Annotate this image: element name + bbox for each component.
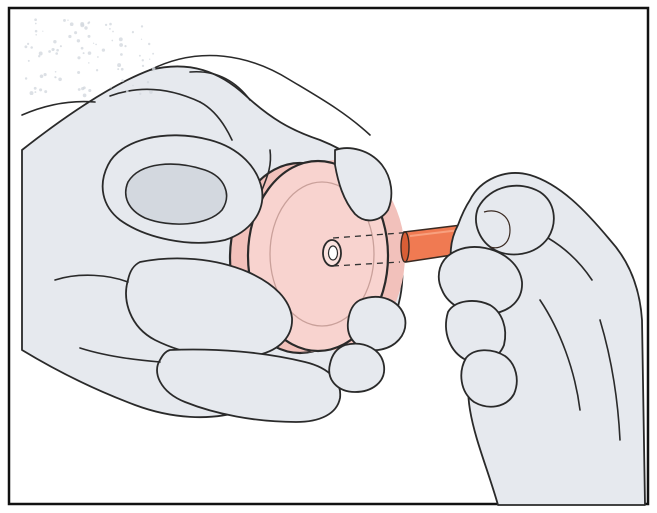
- texture-dot: [153, 70, 155, 72]
- texture-dot: [34, 87, 37, 90]
- texture-dot: [83, 94, 87, 98]
- texture-dot: [105, 24, 107, 26]
- texture-dot: [39, 52, 43, 56]
- texture-dot: [132, 85, 134, 87]
- texture-dot: [60, 45, 62, 47]
- texture-dot: [77, 39, 80, 42]
- texture-dot: [63, 19, 66, 22]
- texture-dot: [35, 30, 38, 33]
- texture-dot: [77, 56, 80, 59]
- texture-dot: [25, 77, 27, 79]
- texture-dot: [68, 35, 71, 38]
- texture-dot: [96, 69, 98, 71]
- axle-pin-tip: [401, 232, 409, 262]
- wheel-axle-hole-inner: [329, 246, 338, 260]
- texture-dot: [38, 55, 40, 57]
- texture-dot: [70, 22, 74, 26]
- texture-dot: [109, 28, 111, 30]
- texture-dot: [141, 39, 142, 40]
- texture-dot: [149, 59, 150, 60]
- left-fingertip-right-2: [329, 344, 384, 392]
- texture-dot: [78, 88, 81, 91]
- texture-dot: [126, 90, 129, 93]
- texture-dot: [147, 81, 149, 83]
- texture-dot: [102, 48, 105, 51]
- texture-dot: [119, 37, 123, 41]
- texture-dot: [53, 40, 56, 43]
- texture-dot: [48, 50, 51, 53]
- texture-dot: [117, 68, 119, 70]
- texture-dot: [121, 68, 124, 71]
- texture-dot: [111, 40, 113, 42]
- texture-dot: [55, 71, 57, 73]
- texture-dot: [142, 65, 144, 67]
- texture-dot: [30, 46, 33, 49]
- texture-dot: [124, 45, 126, 47]
- texture-dot: [56, 49, 59, 52]
- texture-dot: [40, 75, 44, 79]
- texture-dot: [35, 34, 37, 36]
- texture-dot: [112, 31, 114, 33]
- texture-dot: [142, 59, 144, 61]
- texture-dot: [148, 43, 150, 45]
- texture-dot: [139, 93, 141, 95]
- texture-dot: [152, 53, 154, 55]
- texture-dot: [83, 52, 85, 54]
- texture-dot: [87, 22, 89, 24]
- texture-dot: [74, 31, 77, 34]
- texture-dot: [88, 51, 92, 55]
- texture-dot: [35, 23, 37, 25]
- texture-dot: [88, 89, 91, 92]
- texture-dot: [149, 90, 153, 94]
- texture-dot: [110, 87, 112, 89]
- texture-dot: [39, 88, 42, 91]
- texture-dot: [117, 63, 121, 67]
- texture-dot: [34, 91, 36, 93]
- texture-dot: [55, 52, 58, 55]
- texture-dot: [67, 20, 68, 21]
- left-thumbnail: [126, 164, 227, 224]
- texture-dot: [121, 79, 124, 82]
- texture-dot: [24, 45, 27, 48]
- texture-dot: [132, 31, 134, 33]
- texture-dot: [84, 26, 87, 29]
- texture-dot: [88, 35, 91, 38]
- texture-dot: [44, 90, 47, 93]
- texture-dot: [93, 43, 94, 44]
- texture-dot: [139, 55, 141, 57]
- texture-dot: [77, 71, 80, 74]
- texture-dot: [42, 31, 43, 32]
- texture-dot: [54, 76, 56, 78]
- texture-dot: [44, 73, 47, 76]
- texture-dot: [53, 49, 54, 50]
- texture-dot: [34, 18, 37, 21]
- texture-dot: [88, 62, 90, 64]
- right-curled-finger-2: [461, 350, 516, 406]
- texture-dot: [27, 43, 29, 45]
- texture-dot: [119, 43, 123, 47]
- texture-dot: [80, 22, 84, 26]
- left-fingertip-right-1: [348, 297, 406, 350]
- texture-dot: [58, 78, 62, 82]
- texture-dot: [81, 47, 84, 50]
- texture-dot: [81, 87, 84, 90]
- right-thumb: [476, 186, 554, 255]
- texture-dot: [30, 91, 34, 95]
- texture-dot: [141, 25, 143, 27]
- texture-dot: [28, 60, 30, 62]
- texture-dot: [97, 56, 99, 58]
- texture-dot: [109, 23, 112, 26]
- texture-dot: [120, 53, 123, 56]
- texture-dot: [95, 44, 97, 46]
